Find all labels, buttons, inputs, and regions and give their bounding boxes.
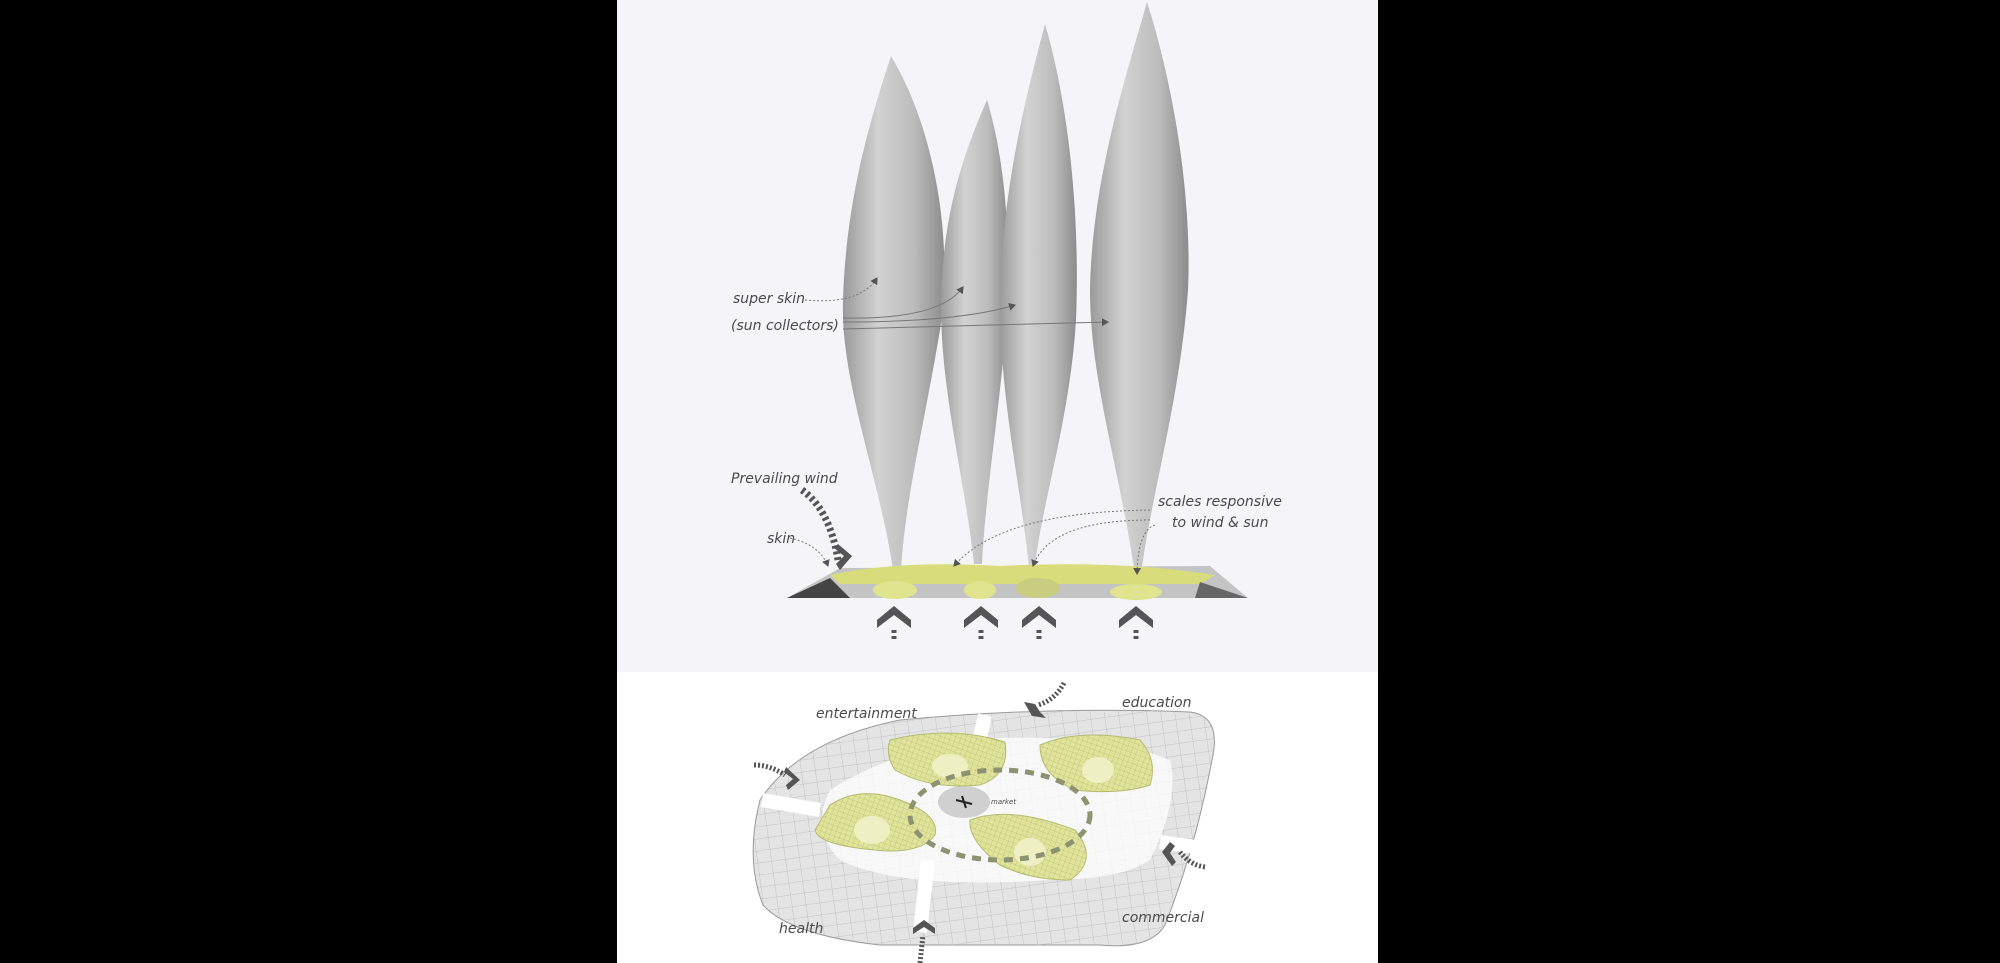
leader-lines <box>789 277 1156 575</box>
zone-label-education: education <box>1122 695 1191 711</box>
wind-arrow-icon <box>913 920 935 963</box>
pod <box>887 732 1007 787</box>
prevailing-wind-arrow-icon <box>799 487 852 570</box>
label-sun-collectors: (sun collectors) <box>731 318 839 334</box>
wind-arrow-icon <box>1024 681 1067 718</box>
pod <box>1039 734 1153 793</box>
tower-2 <box>940 100 1009 564</box>
wind-arrow-icon <box>753 762 800 790</box>
pod <box>969 813 1087 881</box>
label-scales-responsive: scales responsive <box>1158 494 1282 510</box>
up-arrow-icon <box>1022 606 1056 642</box>
label-to-wind-and-sun: to wind & sun <box>1172 515 1268 531</box>
label-super-skin: super skin <box>733 291 805 307</box>
circulation-loop <box>907 767 1093 863</box>
zone-label-health: health <box>779 921 823 937</box>
zone-label-commercial: commercial <box>1122 910 1204 926</box>
up-arrow-icon <box>964 606 998 642</box>
upward-wind-arrows <box>877 606 1153 642</box>
zone-label-market: market <box>991 798 1016 806</box>
tower-1 <box>842 56 945 570</box>
zone-label-entertainment: entertainment <box>816 706 917 722</box>
label-skin: skin <box>767 531 795 547</box>
up-arrow-icon <box>1119 606 1153 642</box>
tower-4 <box>1090 2 1189 575</box>
tower-3 <box>1000 24 1077 568</box>
towers <box>842 2 1189 575</box>
pod <box>814 793 937 852</box>
up-arrow-icon <box>877 606 911 642</box>
plan-wind-arrows <box>753 681 1206 963</box>
green-pods <box>814 732 1153 881</box>
base-platform <box>787 564 1248 600</box>
label-prevailing-wind: Prevailing wind <box>731 471 838 487</box>
wind-arrow-icon <box>1162 842 1206 870</box>
